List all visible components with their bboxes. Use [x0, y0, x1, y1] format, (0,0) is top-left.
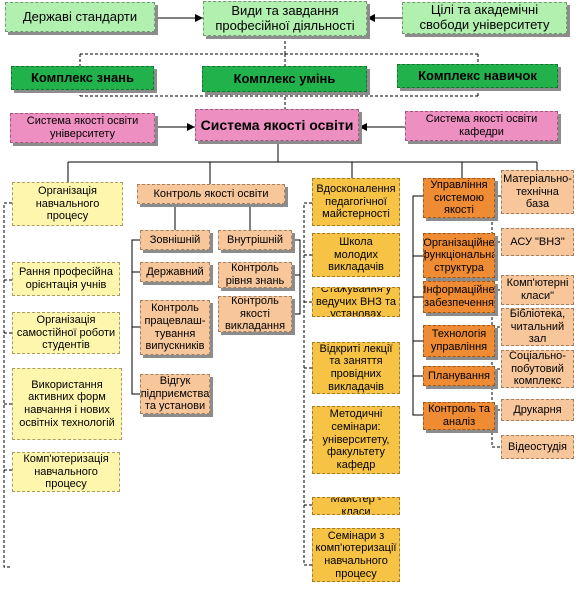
col4-item-box: Планування — [423, 366, 495, 386]
col4-item-box: Контроль та аналіз — [423, 402, 495, 430]
enterprise-feedback-box: Відгук підприємства та установи — [140, 374, 210, 414]
col3-item-box: Майстер - класи — [312, 497, 400, 515]
col4-item-box: Інформаційне забезпечення — [423, 281, 495, 313]
col3-head-box: Вдосконалення педагогічної майстерності — [312, 178, 400, 226]
col1-item-box: Організація самостійної роботи студентів — [12, 312, 120, 354]
internal-bracket — [292, 239, 301, 315]
col5-item-box: Матеріально-технічна база — [501, 170, 574, 214]
state-control-box: Державний — [140, 262, 210, 282]
state-standards-box: Державі стандарти — [5, 2, 155, 32]
col3-item-box: Методичні семінари: університету, факуль… — [312, 406, 400, 474]
col5-item-box: Відеостудія — [501, 435, 574, 459]
department-quality-box: Система якості освіти кафедри — [405, 111, 558, 141]
col1-item-box: Використання активних форм навчання і но… — [12, 368, 122, 440]
col4-item-box: Технологія управління — [423, 325, 495, 357]
col5-item-box: Комп'ютерні класи" — [501, 275, 574, 305]
teaching-quality-box: Контроль якості викладання — [218, 296, 292, 332]
col4-item-box: Управління системою якості — [423, 178, 495, 218]
col5-item-box: АСУ "ВНЗ" — [501, 228, 574, 256]
col4-bracket — [412, 195, 423, 416]
knowledge-complex-box: Комплекс знань — [11, 66, 154, 90]
col4-item-box: Організаційне функціональна структура — [423, 233, 495, 278]
internal-control-box: Внутрішній — [218, 230, 292, 250]
arrowhead-department-main — [359, 123, 367, 131]
main-quality-system-box: Система якості освіти — [195, 109, 359, 141]
arrowhead-standards-types — [195, 14, 203, 22]
external-bracket — [131, 239, 140, 395]
arrowhead-goals-types — [367, 14, 375, 22]
university-quality-box: Система якості освіти університету — [10, 113, 155, 143]
arrowhead-university-main — [187, 123, 195, 131]
skills-complex-box: Комплекс умінь — [202, 66, 367, 92]
habits-complex-box: Комплекс навичок — [397, 64, 558, 88]
col1-item-box: Комп'ютеризація навчального процесу — [12, 452, 120, 492]
col5-item-box: Друкарня — [501, 399, 574, 421]
university-goals-box: Цілі та академічні свободи університету — [402, 2, 567, 34]
graduate-employment-box: Контроль працевлаш-тування випускників — [140, 300, 210, 355]
col5-item-box: Бібліотека, читальний зал — [501, 308, 574, 346]
knowledge-level-box: Контроль рівня знань — [218, 262, 292, 288]
col3-item-box: Стажування у ведучих ВНЗ та установах — [312, 287, 400, 317]
col3-item-box: Семінари з комп'ютеризації навчального п… — [312, 528, 400, 582]
col3-bracket — [303, 202, 312, 566]
col3-item-box: Відкриті лекції та заняття провідних вик… — [312, 342, 400, 394]
col3-item-box: Школа молодих викладачів — [312, 233, 400, 277]
col1-bracket — [3, 202, 12, 568]
external-control-box: Зовнішній — [140, 230, 210, 250]
col1-head-box: Організація навчального процесу — [12, 182, 123, 226]
col2-head-box: Контроль якості освіти — [137, 184, 285, 204]
activity-types-box: Види та завдання професійної діяльності — [203, 1, 367, 36]
col1-item-box: Рання професійна орієнтація учнів — [12, 262, 120, 296]
col5-item-box: Соціально-побутовий комплекс — [501, 350, 574, 388]
